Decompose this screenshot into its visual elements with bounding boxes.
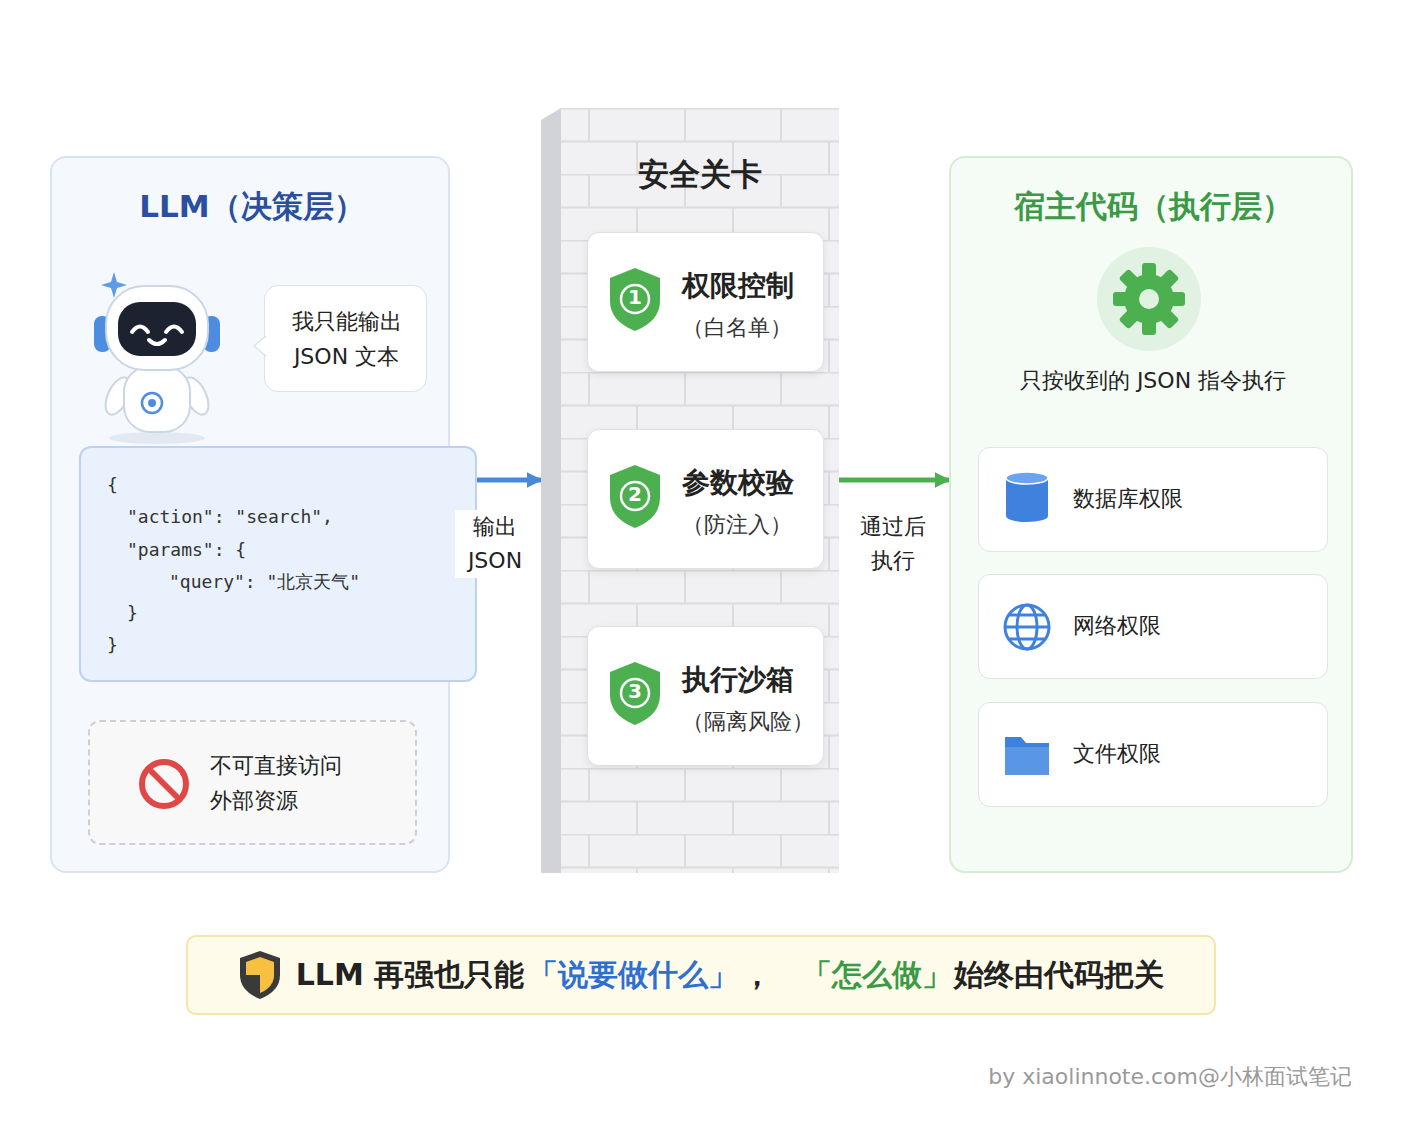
- check-card-art: [588, 233, 818, 373]
- shield-icon: [610, 268, 660, 331]
- forbidden-box: 不可直接访问 外部资源: [88, 720, 417, 845]
- code-line: "params": {: [127, 538, 427, 562]
- prohibit-icon: [142, 762, 186, 806]
- watermark: by xiaolinnote.com@小林面试笔记: [988, 1060, 1352, 1094]
- check-card-art: [588, 627, 818, 767]
- banner-text: 「怎么做」: [802, 955, 952, 996]
- permission-card: 数据库权限: [978, 447, 1328, 552]
- speech-bubble: 我只能输出 JSON 文本: [264, 285, 427, 392]
- forbidden-box-art: [90, 722, 419, 847]
- panel-note: 只按收到的 JSON 指令执行: [951, 366, 1355, 396]
- panel-heading: 宿主代码（执行层）: [951, 186, 1355, 228]
- speech-bubble-art: [265, 286, 428, 393]
- code-box: { "action": "search", "params": { "query": …: [79, 446, 477, 682]
- database-icon: [1006, 472, 1048, 522]
- check-card-art: [588, 430, 818, 570]
- check-title: 参数校验: [682, 464, 816, 502]
- check-card: 2 参数校验 （防注入）: [587, 429, 824, 569]
- check-note: （隔离风险）: [682, 707, 816, 737]
- shield-icon: [610, 662, 660, 725]
- banner-text: ，: [742, 955, 772, 996]
- panel-heading: LLM（决策层）: [52, 186, 452, 228]
- check-card: 3 执行沙箱 （隔离风险）: [587, 626, 824, 766]
- shield-icon: [610, 465, 660, 528]
- permission-card: 文件权限: [978, 702, 1328, 807]
- security-wall: 安全关卡 1 权限控制 （白名单） 2 参数校验 （防注入） 3 执行沙箱 （隔离风险）: [541, 108, 839, 873]
- check-title: 权限控制: [682, 267, 816, 305]
- code-line: {: [107, 473, 407, 497]
- shield-icon: [238, 949, 282, 1001]
- check-note: （白名单）: [682, 313, 816, 343]
- brick-wall: [561, 108, 839, 873]
- edge-label: 输出 JSON: [455, 510, 535, 578]
- banner-text: 始终由代码把关: [954, 955, 1164, 996]
- code-line: }: [127, 601, 427, 625]
- check-note: （防注入）: [682, 510, 816, 540]
- callout-number: 2: [610, 481, 660, 508]
- permission-card: 网络权限: [978, 574, 1328, 679]
- wall-side: [541, 108, 561, 873]
- code-line: "action": "search",: [127, 505, 427, 529]
- summary-banner: LLM 再强也只能「说要做什么」， 「怎么做」始终由代码把关: [186, 935, 1216, 1015]
- banner-text: 「说要做什么」: [528, 955, 738, 996]
- code-line: }: [107, 633, 407, 657]
- gear-icon: [1097, 247, 1201, 351]
- flow-arrow: [839, 478, 949, 483]
- execution-panel: 宿主代码（执行层） 只按收到的 JSON 指令执行数据库权限网络权限文件权限: [949, 156, 1353, 873]
- decision-panel: LLM（决策层） 我只能输出 JSON 文本 { "action": "search"…: [50, 156, 450, 873]
- permission-text: 数据库权限: [1073, 484, 1313, 514]
- check-card: 1 权限控制 （白名单）: [587, 232, 824, 372]
- permission-text: 网络权限: [1073, 611, 1313, 641]
- wall-heading: 安全关卡: [561, 154, 839, 196]
- bubble-tail: [254, 336, 266, 356]
- forbidden-text: 不可直接访问 外部资源: [210, 748, 355, 818]
- check-title: 执行沙箱: [682, 661, 816, 699]
- callout-number: 3: [610, 678, 660, 705]
- robot-illustration: [94, 272, 220, 444]
- callout-number: 1: [610, 284, 660, 311]
- code-line: "query": "北京天气": [169, 570, 469, 594]
- globe-icon: [1005, 605, 1049, 649]
- bubble-text: 我只能输出 JSON 文本: [277, 304, 416, 374]
- permission-text: 文件权限: [1073, 739, 1313, 769]
- banner-text: LLM 再强也只能: [296, 955, 525, 996]
- edge-label: 通过后 执行: [853, 510, 933, 578]
- folder-icon: [1005, 737, 1049, 775]
